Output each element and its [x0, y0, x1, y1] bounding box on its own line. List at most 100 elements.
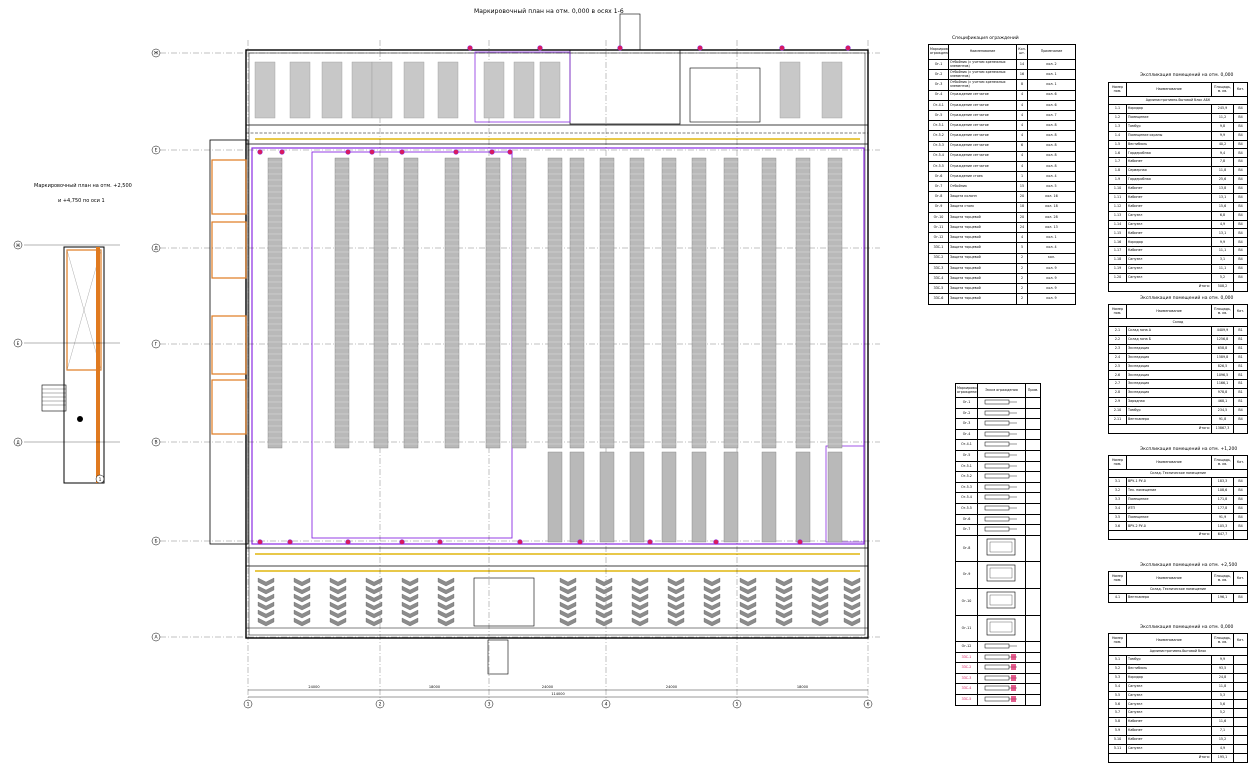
rooms-t3-caption: Экспликация помещений на отм. +1,200: [1140, 447, 1238, 452]
spec-cell: 16: [1016, 69, 1028, 81]
spec-cell: кол. 13: [1027, 221, 1076, 234]
room-cell: [1233, 743, 1248, 754]
spec-cell: Отбойник (с учетом крепежных элементов): [948, 58, 1017, 71]
room-cell: Тамбур: [1126, 121, 1212, 132]
room-section: Склад: [1108, 318, 1248, 327]
room-cell: 2.2: [1108, 334, 1127, 345]
room-cell: 9,4: [1211, 148, 1234, 159]
marking-id: Ог-5.3: [955, 481, 978, 494]
fence-marker: [577, 539, 583, 545]
room-cell: 5,2: [1211, 272, 1234, 283]
marking-id: Ог-8: [955, 534, 978, 563]
spec-cell: кол. 1: [1027, 79, 1076, 91]
room-cell: 2.4: [1108, 352, 1127, 363]
spec-cell: 20: [1016, 211, 1028, 224]
marking-note: [1025, 534, 1041, 563]
room-header: Площадь, м. кв.: [1211, 633, 1234, 648]
spec-cell: 14: [1016, 58, 1028, 71]
rack: [761, 157, 777, 449]
room-cell: 4409,9: [1211, 326, 1234, 336]
spec-header: Наименование: [948, 44, 1017, 60]
axis-label: 1: [247, 702, 250, 708]
marking-id: Ог-7: [955, 524, 978, 536]
room-cell: Серверная: [1126, 166, 1212, 177]
spec-cell: 2: [1016, 272, 1028, 285]
marking-note: [1025, 397, 1041, 409]
spec-cell: ЗЗС-1: [928, 242, 949, 254]
room-cell: 1.3: [1108, 121, 1127, 132]
spec-cell: кол. 9: [1027, 272, 1076, 285]
room-header: Кат.: [1233, 455, 1248, 470]
spec-cell: кол. 6: [1027, 89, 1076, 101]
room-total-label: Итого:: [1108, 752, 1212, 763]
spec-cell: кол. 1: [1027, 69, 1076, 81]
spec-cell: Защита торцевой: [948, 242, 1017, 254]
fence-marker: [345, 149, 351, 155]
room-cell: В4: [1233, 184, 1248, 194]
marking-note: [1025, 524, 1041, 536]
room-cell: 5.10: [1108, 735, 1127, 745]
room-cell: В1: [1233, 343, 1248, 354]
fence-marker: [453, 149, 459, 155]
room-cell: Тамбур: [1126, 406, 1212, 416]
room-cell: 40,2: [1211, 139, 1234, 150]
axis-label: А: [154, 635, 158, 641]
room-cell: 1.8: [1108, 166, 1127, 177]
marking-note: [1025, 694, 1041, 706]
marking-row: ЗЗС-2: [955, 662, 1041, 674]
marking-note: [1025, 428, 1041, 441]
marking-note: [1025, 481, 1041, 494]
spec-cell: Защита торцевой: [948, 221, 1017, 234]
marking-id: ЗЗС-1: [955, 651, 978, 664]
rack: [779, 61, 801, 119]
room-cell: 1.18: [1108, 255, 1127, 266]
marking-note: [1025, 662, 1041, 674]
spec-cell: кол. 2: [1027, 58, 1076, 71]
svg-text:1: 1: [99, 477, 102, 482]
axis-label: 2: [379, 702, 382, 708]
rack: [547, 451, 563, 543]
room-cell: 2.9: [1108, 397, 1127, 408]
room-cell: 25,6: [1211, 175, 1234, 186]
spec-cell: 8: [1016, 79, 1028, 91]
marking-header: Эскиз ограждения: [977, 383, 1026, 398]
fence-sketch: [977, 397, 1026, 409]
room-cell: В4: [1233, 112, 1248, 123]
spec-cell: Защита торцевой: [948, 262, 1017, 274]
room-header: Номер пом.: [1108, 304, 1127, 319]
room-cell: В4: [1233, 512, 1248, 523]
spec-cell: кол. 8: [1027, 140, 1076, 152]
room-cell: 5,2: [1211, 708, 1234, 719]
rack: [761, 451, 777, 543]
room-cell: 1256,8: [1211, 334, 1234, 345]
spec-cell: Защита стоек: [948, 201, 1017, 213]
fence-sketch: [977, 428, 1026, 441]
room-total-label: Итого:: [1108, 423, 1212, 434]
spec-cell: 4: [1016, 109, 1028, 122]
room-cell: Тех. помещение: [1126, 485, 1212, 496]
axis-label: 5: [736, 702, 739, 708]
spec-cell: Защита торцевой: [948, 252, 1017, 264]
room-cell: В1: [1233, 388, 1248, 399]
room-total-value: 13867,3: [1211, 423, 1234, 434]
room-cell: 11,1: [1211, 264, 1234, 274]
spec-cell: Ог-4: [928, 89, 949, 101]
marking-id: ЗЗС-2: [955, 662, 978, 674]
dimension-text: 24000: [542, 685, 553, 689]
room-cell: 4,9: [1211, 743, 1234, 754]
fence-sketch: [977, 492, 1026, 504]
room-cell: В4: [1233, 104, 1248, 114]
room-cell: 1.9: [1108, 175, 1127, 186]
room-cell: 245,9: [1211, 104, 1234, 114]
spec-table-caption: Спецификация ограждений: [952, 36, 1019, 41]
